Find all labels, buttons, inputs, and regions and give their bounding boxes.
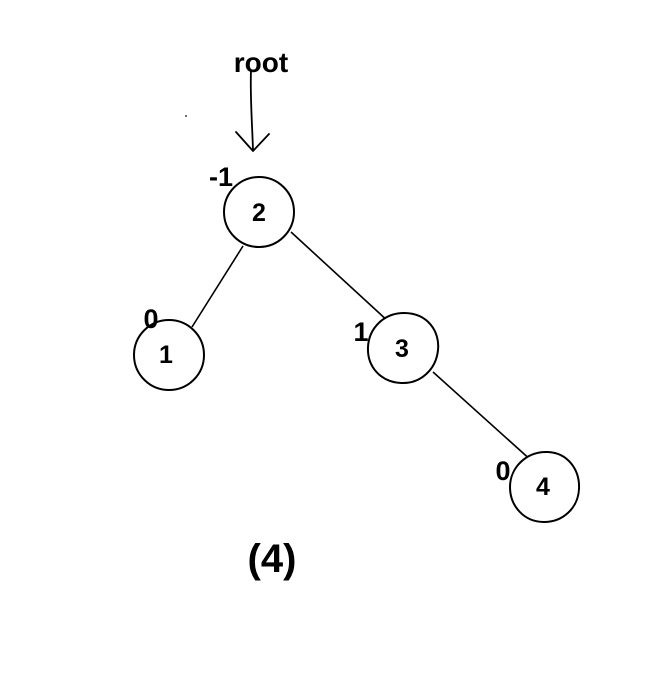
tree-node: 2 -1 — [209, 162, 295, 248]
tree-node: 3 1 — [353, 311, 440, 385]
balance-factor: 1 — [353, 317, 368, 347]
tree-node: 4 0 — [495, 450, 581, 524]
balance-factor: 0 — [495, 456, 510, 486]
balance-factor: 0 — [143, 304, 158, 334]
edge-3-to-4 — [432, 371, 534, 463]
node-circle — [366, 311, 440, 385]
root-arrowhead — [235, 131, 270, 152]
node-value: 4 — [536, 473, 550, 501]
root-label: root — [234, 47, 288, 78]
stray-dot — [185, 115, 187, 117]
node-circle — [133, 319, 205, 391]
tree-node: 1 0 — [133, 304, 205, 391]
figure-caption: (4) — [248, 537, 297, 581]
balance-factor: -1 — [209, 162, 233, 192]
node-value: 1 — [159, 341, 173, 369]
root-arrow — [249, 69, 254, 151]
edge-2-to-3 — [290, 231, 391, 324]
node-circle — [508, 450, 581, 524]
edge-2-to-1 — [191, 245, 244, 328]
node-circle — [223, 176, 295, 248]
node-value: 3 — [395, 335, 409, 363]
node-value: 2 — [252, 199, 266, 227]
